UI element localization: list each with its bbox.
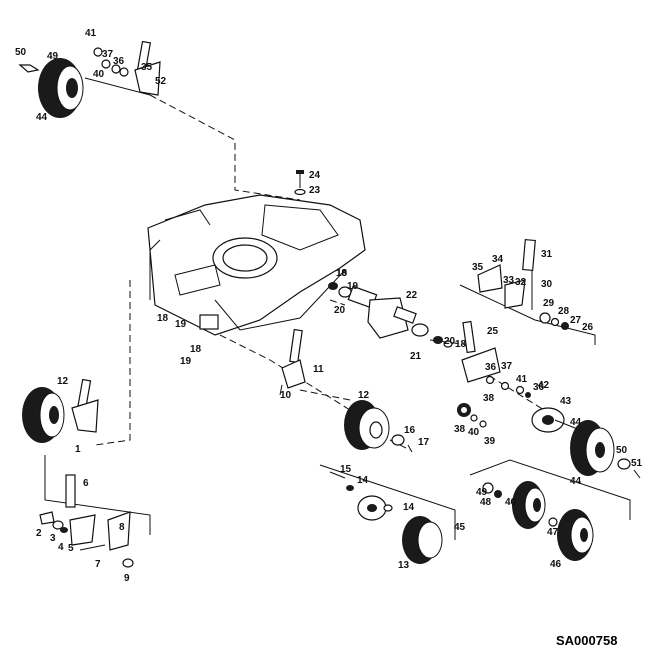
part-callout-49: 49	[47, 51, 59, 62]
part-callout-14: 14	[357, 475, 369, 486]
left-lever-assembly	[39, 474, 134, 568]
part-callout-35: 35	[472, 262, 484, 273]
part-callout-42: 42	[538, 380, 550, 391]
part-callout-22: 22	[406, 290, 418, 301]
right-height-adjuster	[461, 320, 531, 398]
center-wheel	[344, 400, 413, 453]
lower-right-wheels	[482, 481, 594, 561]
part-callout-36: 36	[485, 362, 497, 373]
part-callout-17: 17	[418, 437, 430, 448]
part-callout-40: 40	[468, 427, 480, 438]
part-callout-39: 39	[484, 436, 496, 447]
part-callout-46: 46	[505, 497, 517, 508]
part-callout-24: 24	[309, 170, 321, 181]
part-callout-16: 16	[404, 425, 416, 436]
drawing-reference: SA000758	[556, 633, 617, 648]
part-callout-13: 13	[398, 560, 410, 571]
center-lower-assembly	[329, 471, 443, 564]
part-callout-28: 28	[558, 306, 570, 317]
part-callout-18: 18	[455, 339, 467, 350]
part-callout-35: 35	[141, 62, 153, 73]
part-callout-19: 19	[180, 356, 192, 367]
part-callout-1: 1	[75, 444, 81, 455]
rear-left-wheel-assembly	[18, 40, 161, 118]
part-callout-10: 10	[280, 390, 292, 401]
part-callout-41: 41	[85, 28, 97, 39]
part-callout-23: 23	[309, 185, 321, 196]
part-callout-20: 20	[334, 305, 346, 316]
part-callout-44: 44	[570, 476, 582, 487]
part-callout-18: 18	[157, 313, 169, 324]
part-callout-19: 19	[347, 281, 359, 292]
part-callout-21: 21	[410, 351, 422, 362]
part-callout-48: 48	[480, 497, 492, 508]
part-callout-7: 7	[95, 559, 101, 570]
part-callout-43: 43	[560, 396, 572, 407]
part-callout-44: 44	[570, 417, 582, 428]
part-callout-3: 3	[50, 533, 56, 544]
part-callout-27: 27	[570, 315, 582, 326]
part-callout-15: 15	[340, 464, 352, 475]
part-callout-31: 31	[541, 249, 553, 260]
part-callout-47: 47	[547, 527, 559, 538]
part-callout-44: 44	[36, 112, 48, 123]
part-callout-18: 18	[336, 268, 348, 279]
right-wheel-44	[570, 420, 641, 479]
front-left-wheel	[22, 378, 99, 443]
part-callout-46: 46	[550, 559, 562, 570]
deck-bolt	[294, 170, 306, 196]
part-callout-40: 40	[93, 69, 105, 80]
mower-deck	[147, 194, 366, 336]
part-callout-12: 12	[358, 390, 370, 401]
part-callout-29: 29	[543, 298, 555, 309]
part-callout-45: 45	[454, 522, 466, 533]
part-callout-4: 4	[58, 542, 64, 553]
part-callout-19: 19	[336, 268, 348, 279]
part-callout-51: 51	[631, 458, 643, 469]
part-callout-52: 52	[155, 76, 167, 87]
part-callout-34: 34	[492, 254, 504, 265]
part-callout-19: 19	[175, 319, 187, 330]
part-callout-37: 37	[501, 361, 513, 372]
part-callout-49: 49	[476, 487, 488, 498]
part-callout-5: 5	[68, 543, 74, 554]
part-callout-2: 2	[36, 528, 42, 539]
part-callout-8: 8	[119, 522, 125, 533]
part-callout-37: 37	[102, 49, 114, 60]
hub-cap-42	[531, 407, 581, 433]
part-callout-36: 36	[533, 382, 545, 393]
upper-right-lever-assembly	[477, 238, 569, 330]
part-callout-36: 36	[113, 56, 125, 67]
part-callout-9: 9	[124, 573, 130, 584]
part-callout-50: 50	[616, 445, 628, 456]
part-callout-41: 41	[516, 374, 528, 385]
part-callout-33: 33	[503, 275, 515, 286]
part-callout-38: 38	[454, 424, 466, 435]
part-callout-12: 12	[57, 376, 69, 387]
part-callout-30: 30	[541, 279, 553, 290]
part-callout-20: 20	[444, 336, 456, 347]
part-callout-25: 25	[487, 326, 499, 337]
part-callout-32: 32	[515, 277, 527, 288]
part-callout-50: 50	[15, 47, 27, 58]
part-callout-14: 14	[403, 502, 415, 513]
part-callout-26: 26	[582, 322, 594, 333]
part-callout-6: 6	[83, 478, 89, 489]
part-callout-38: 38	[483, 393, 495, 404]
center-height-adjuster	[279, 328, 306, 396]
axle-motor-assembly	[328, 282, 453, 348]
part-callout-18: 18	[190, 344, 202, 355]
gear-38	[457, 403, 487, 428]
part-callout-11: 11	[313, 364, 324, 375]
